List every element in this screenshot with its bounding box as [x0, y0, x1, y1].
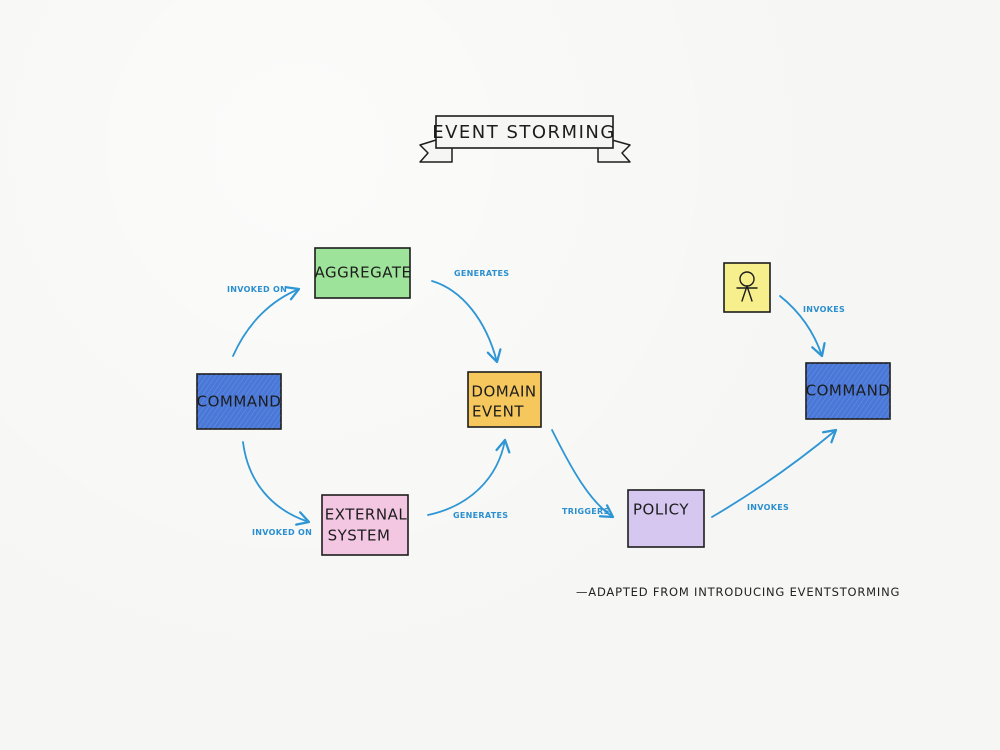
page-title: EVENT STORMING — [432, 122, 616, 143]
edge-label-policy-command: INVOKES — [747, 503, 789, 512]
title-banner: EVENT STORMING — [419, 115, 631, 163]
node-user — [723, 262, 771, 313]
policy-label: POLICY — [633, 501, 689, 519]
arrow-command-to-external — [242, 441, 311, 526]
edge-label-event-policy: TRIGGERS — [562, 507, 610, 516]
arrow-external-to-event — [427, 438, 511, 516]
node-aggregate: AGGREGATE — [314, 247, 411, 299]
arrow-aggregate-to-event — [431, 280, 502, 364]
person-icon — [736, 271, 758, 302]
node-policy: POLICY — [627, 489, 705, 548]
arrow-event-to-policy — [551, 429, 615, 519]
command-right-label: COMMAND — [806, 382, 891, 400]
edge-label-command-aggregate: INVOKED ON — [227, 285, 287, 294]
banner-body — [435, 115, 614, 149]
domain-event-label-line2: EVENT — [472, 403, 524, 421]
node-command-left: COMMAND — [196, 373, 282, 430]
aggregate-box — [314, 247, 411, 299]
external-system-box — [321, 494, 409, 556]
edge-label-command-external: INVOKED ON — [252, 528, 312, 537]
arrow-policy-to-command — [711, 428, 838, 518]
aggregate-label: AGGREGATE — [314, 264, 411, 282]
edge-label-user-command: INVOKES — [803, 305, 845, 314]
credit-text: —ADAPTED FROM INTRODUCING EVENTSTORMING — [576, 585, 900, 599]
node-command-right: COMMAND — [805, 362, 891, 420]
command-left-label: COMMAND — [197, 393, 282, 411]
edge-label-aggregate-event: GENERATES — [454, 269, 509, 278]
node-external-system: EXTERNAL SYSTEM — [321, 494, 409, 556]
node-domain-event: DOMAIN EVENT — [467, 371, 542, 428]
edge-label-external-event: GENERATES — [453, 511, 508, 520]
external-system-label-line1: EXTERNAL — [325, 506, 408, 524]
command-right-texture — [806, 363, 890, 419]
policy-box — [627, 489, 705, 548]
arrow-user-to-command — [779, 295, 826, 358]
domain-event-box — [467, 371, 542, 428]
arrow-command-to-aggregate — [232, 286, 301, 357]
domain-event-label-line1: DOMAIN — [471, 383, 536, 401]
external-system-label-line2: SYSTEM — [328, 527, 391, 545]
command-left-texture — [197, 374, 281, 429]
